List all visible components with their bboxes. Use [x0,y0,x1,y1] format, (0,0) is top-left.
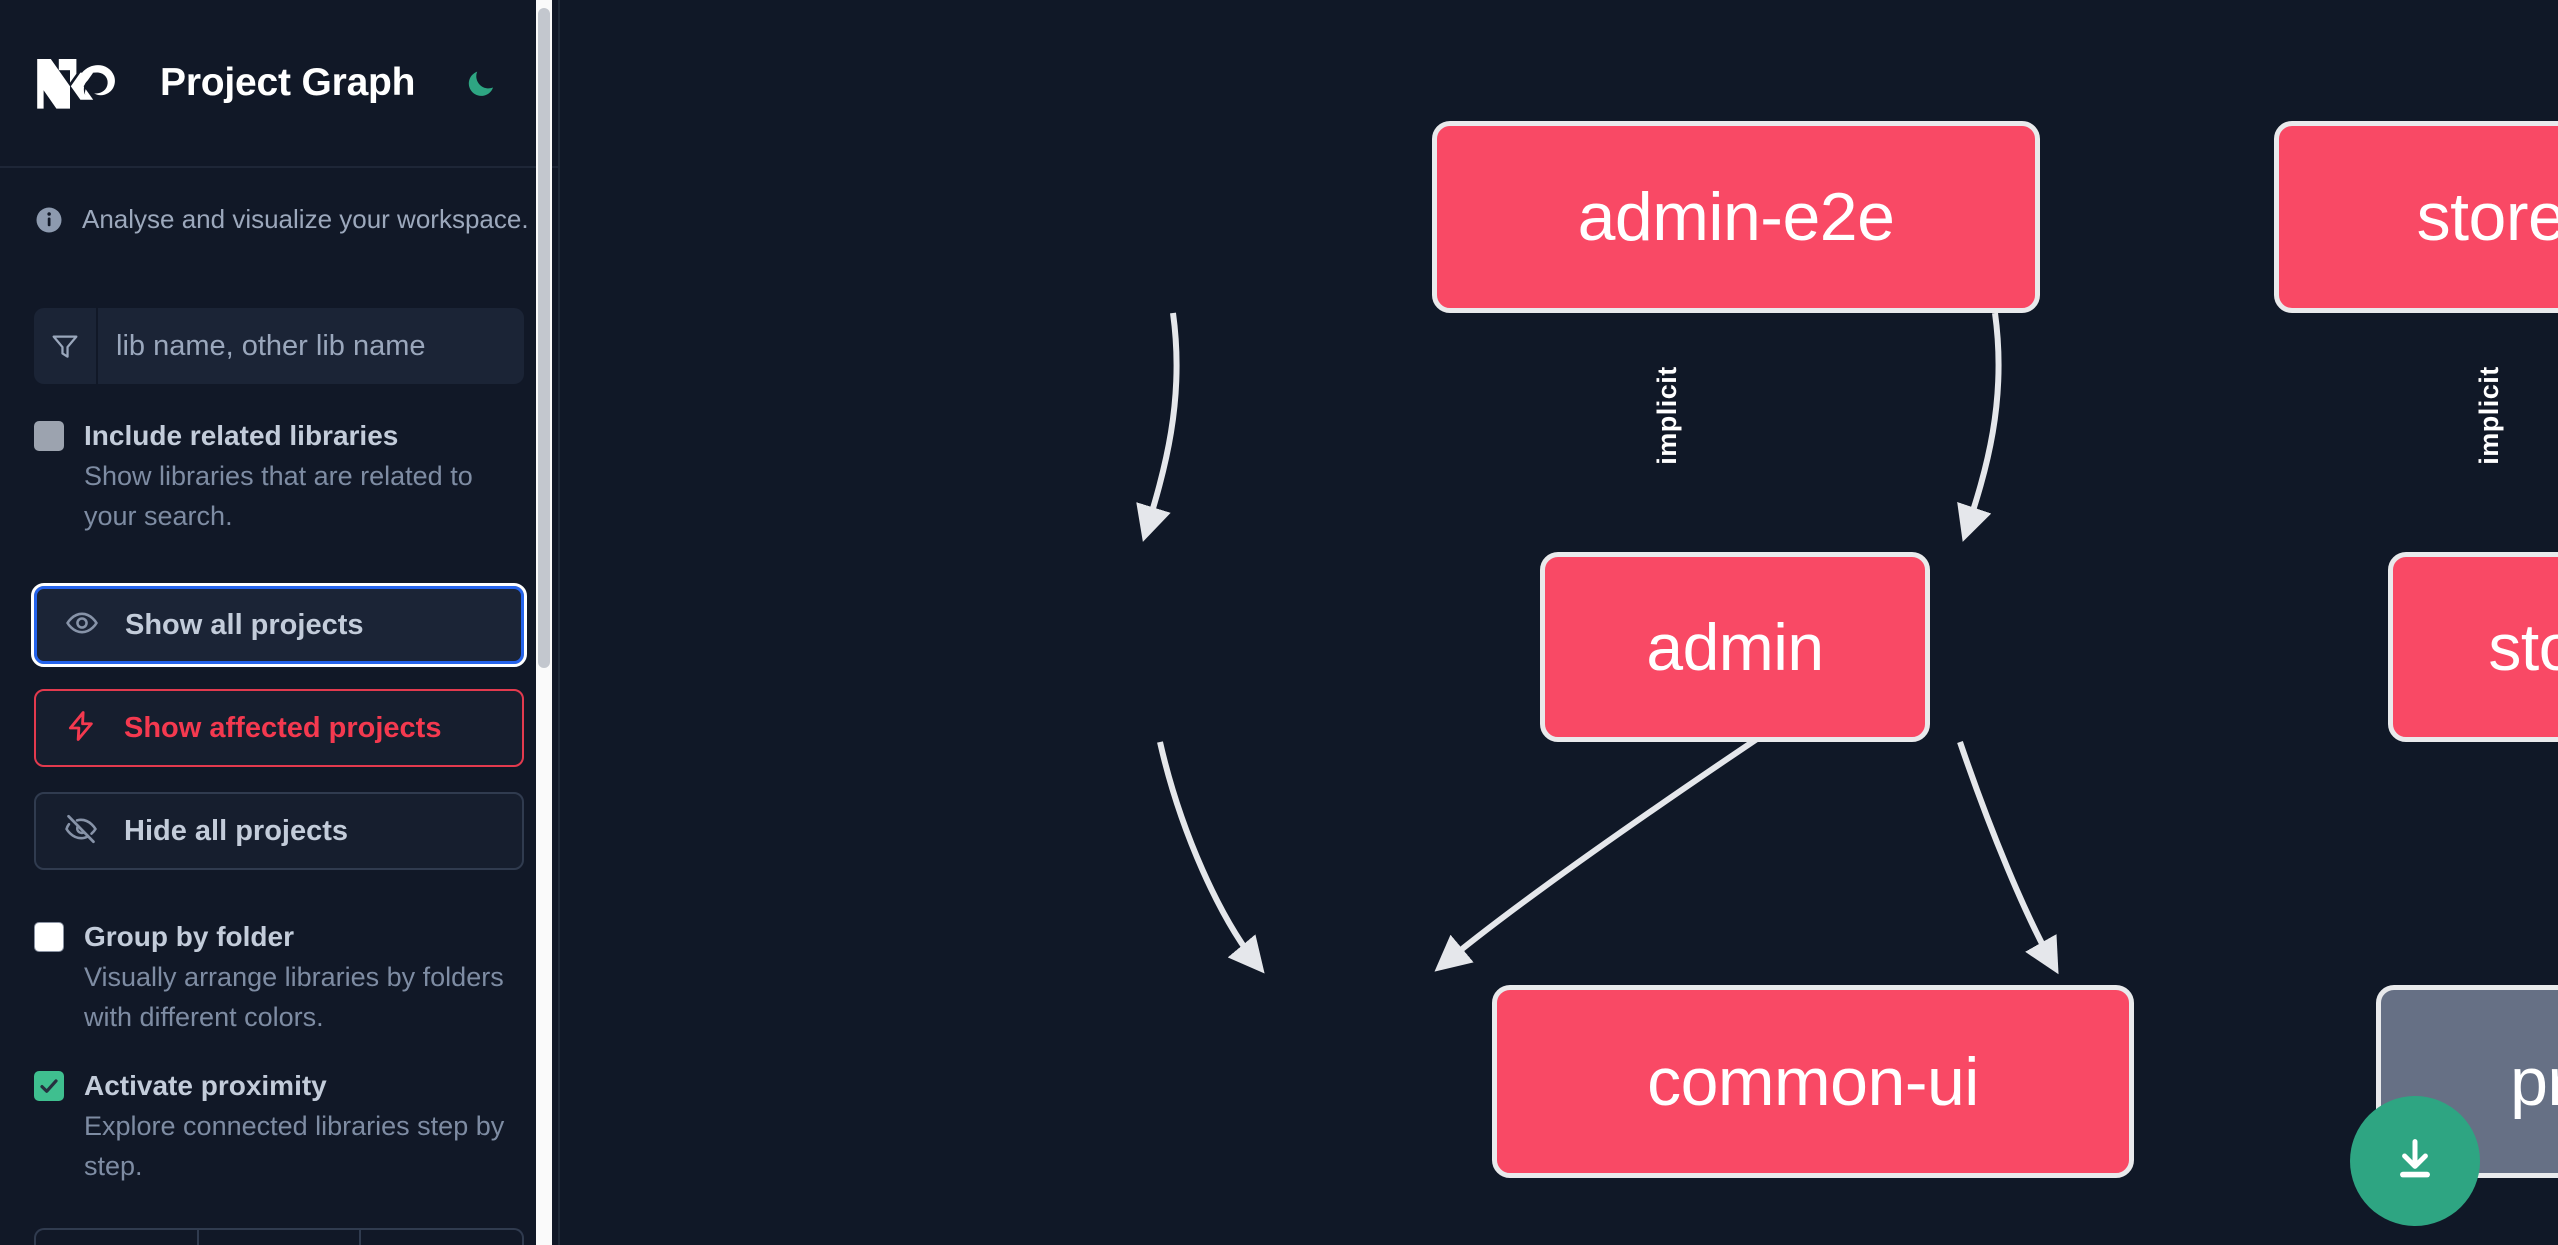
tagline-text: Analyse and visualize your workspace. [82,204,529,234]
button-group-segment[interactable] [36,1230,199,1245]
group-by-folder-checkbox[interactable] [34,922,64,952]
edge-store-to-products [1957,741,2059,975]
option-title: Group by folder [84,921,294,952]
sidebar-body: Analyse and visualize your workspace. In… [0,168,558,1245]
button-group-segment[interactable] [199,1230,362,1245]
node-label: store-e2e [2416,179,2558,255]
show-affected-projects-button[interactable]: Show affected projects [34,689,524,767]
search-box[interactable] [34,308,524,384]
graph-node-store-e2e[interactable]: store-e2e [2274,121,2558,313]
show-affected-projects-label: Show affected projects [124,711,442,744]
option-include-related-libraries[interactable]: Include related libraries Show libraries… [34,416,524,536]
option-description: Visually arrange libraries by folders wi… [84,962,504,1032]
download-graph-button[interactable] [2350,1096,2480,1226]
button-group-segment[interactable] [361,1230,522,1245]
eye-icon [65,606,99,645]
info-icon [34,205,64,235]
text-filter-button-group[interactable] [34,1228,524,1245]
show-all-projects-button[interactable]: Show all projects [31,583,527,667]
eye-slash-icon [64,812,98,851]
graph-node-admin-e2e[interactable]: admin-e2e [1432,121,2040,313]
include-related-libraries-checkbox[interactable] [34,421,64,451]
graph-canvas[interactable]: admin-e2e store-e2e admin store common-u… [560,0,2558,1245]
edge-admin-to-common-ui [1157,741,1265,974]
download-icon [2389,1133,2441,1190]
option-title: Include related libraries [84,420,399,451]
edge-store-e2e-to-store [1957,312,2002,542]
hide-all-projects-label: Hide all projects [124,814,349,847]
sidebar: Project Graph Analyse and visualize your… [0,0,560,1245]
graph-node-common-ui[interactable]: common-ui [1492,985,2134,1178]
edge-admin-e2e-to-admin [1136,312,1180,542]
graph-node-admin[interactable]: admin [1540,552,1930,742]
moon-icon[interactable] [459,61,503,105]
graph-edges [1136,312,2059,975]
option-description: Show libraries that are related to your … [84,461,473,531]
node-label: admin [1646,610,1824,684]
app-title: Project Graph [160,61,416,104]
show-all-projects-label: Show all projects [125,608,364,641]
node-label: products [2510,1043,2558,1120]
sidebar-header: Project Graph [0,0,558,168]
option-title: Activate proximity [84,1070,327,1101]
option-activate-proximity[interactable]: Activate proximity Explore connected lib… [34,1066,524,1186]
hide-all-projects-button[interactable]: Hide all projects [34,792,524,870]
sidebar-scrollbar-thumb[interactable] [538,8,550,668]
tagline: Analyse and visualize your workspace. [34,168,529,235]
option-description: Explore connected libraries step by step… [84,1111,505,1181]
activate-proximity-checkbox[interactable] [34,1071,64,1101]
graph-node-store[interactable]: store [2388,552,2558,742]
node-label: store [2488,610,2558,684]
option-group-by-folder[interactable]: Group by folder Visually arrange librari… [34,917,524,1037]
filter-funnel-icon [34,308,98,384]
project-visibility-buttons: Show all projects Show affected projects [31,583,527,870]
node-label: common-ui [1647,1043,1979,1120]
lightning-bolt-icon [64,709,98,748]
node-label: admin-e2e [1577,179,1895,255]
nx-logo-icon [34,53,130,113]
search-input[interactable] [98,308,524,384]
